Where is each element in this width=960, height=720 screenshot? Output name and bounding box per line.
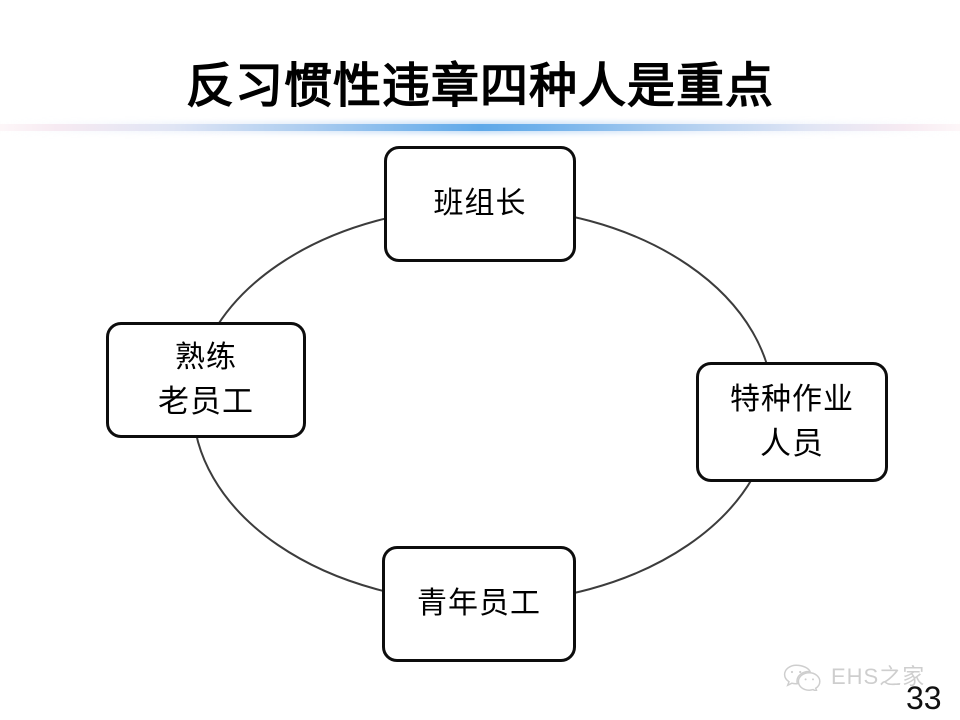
- cycle-diagram: 班组长 特种作业 人员 青年员工 熟练 老员工: [0, 130, 960, 670]
- cycle-node-right-label-line2: 人员: [760, 426, 824, 461]
- cycle-node-left[interactable]: 熟练 老员工: [106, 322, 306, 438]
- cycle-node-right-label-line1: 特种作业: [730, 383, 854, 416]
- cycle-node-top-label: 班组长: [433, 187, 527, 220]
- cycle-node-right[interactable]: 特种作业 人员: [696, 362, 888, 482]
- page-number: 33: [906, 680, 942, 716]
- cycle-node-left-label-line1: 熟练: [175, 341, 237, 374]
- cycle-node-left-label-line2: 老员工: [158, 384, 254, 419]
- cycle-node-bottom-label: 青年员工: [417, 587, 541, 620]
- cycle-node-bottom[interactable]: 青年员工: [382, 546, 576, 662]
- wechat-icon: [783, 664, 821, 691]
- slide-title: 反习惯性违章四种人是重点: [185, 60, 774, 113]
- cycle-node-top[interactable]: 班组长: [384, 146, 576, 262]
- watermark-label: EHS之家: [831, 664, 926, 689]
- title-divider: [0, 124, 960, 131]
- watermark: EHS之家: [782, 663, 925, 691]
